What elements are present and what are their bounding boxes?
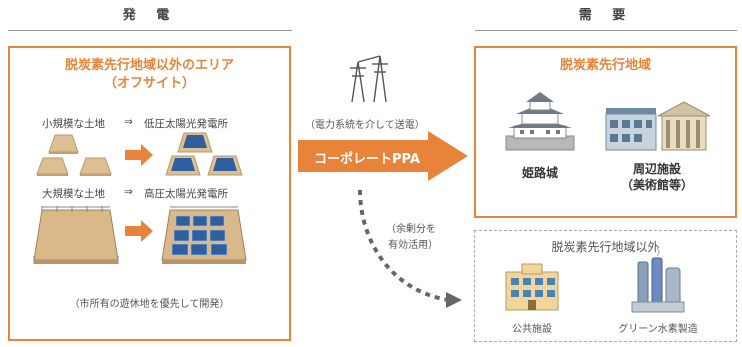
facilities-label-line1: 周辺施設 — [632, 162, 681, 176]
small-land-icon — [36, 134, 112, 176]
small-row-arrow: ⇒ — [124, 116, 133, 128]
demand-header: 需 要 — [578, 8, 634, 23]
demand-header-rule — [475, 30, 737, 31]
large-land-icon — [33, 206, 119, 264]
museum-facilities-icon — [605, 101, 711, 151]
generation-header-rule — [8, 30, 292, 31]
outside-area-title: 脱炭素先行地域以外 — [551, 240, 660, 254]
transmission-label: （電力系統を介して送電） — [305, 120, 425, 131]
offsite-note: （市所有の遊休地を優先して開発） — [69, 299, 230, 310]
small-solar-icon — [165, 132, 243, 176]
large-row-orange-arrow — [125, 220, 153, 242]
surplus-label-line1: （余剰分を — [386, 224, 436, 235]
offsite-area-box — [8, 46, 291, 341]
small-land-label: 小規模な土地 — [42, 118, 105, 130]
castle-icon — [505, 92, 575, 151]
facilities-label-line2: （美術館等） — [620, 178, 693, 192]
corporate-ppa-arrow — [298, 131, 468, 181]
corporate-ppa-label: コーポレートPPA — [314, 152, 420, 167]
transmission-tower-icon — [350, 55, 388, 103]
low-voltage-plant-label: 低圧太陽光発電所 — [144, 118, 228, 130]
large-solar-icon — [161, 206, 247, 264]
castle-label: 姫路城 — [521, 166, 558, 180]
large-land-label: 大規模な土地 — [42, 188, 105, 200]
generation-header: 発 電 — [122, 8, 178, 23]
small-row-orange-arrow — [125, 144, 153, 166]
offsite-subtitle: （オフサイト） — [103, 76, 195, 91]
offsite-title: 脱炭素先行地域以外のエリア — [64, 58, 234, 73]
target-area-title: 脱炭素先行地域 — [559, 58, 651, 73]
high-voltage-plant-label: 高圧太陽光発電所 — [144, 188, 228, 200]
surplus-label-line2: 有効活用） — [388, 240, 438, 251]
public-facility-label: 公共施設 — [512, 324, 552, 335]
public-facility-icon — [505, 263, 559, 311]
hydrogen-plant-icon — [631, 247, 685, 313]
large-row-arrow: ⇒ — [124, 186, 133, 198]
surplus-dotted-arrow — [358, 189, 462, 308]
hydrogen-label: グリーン水素製造 — [618, 324, 698, 335]
